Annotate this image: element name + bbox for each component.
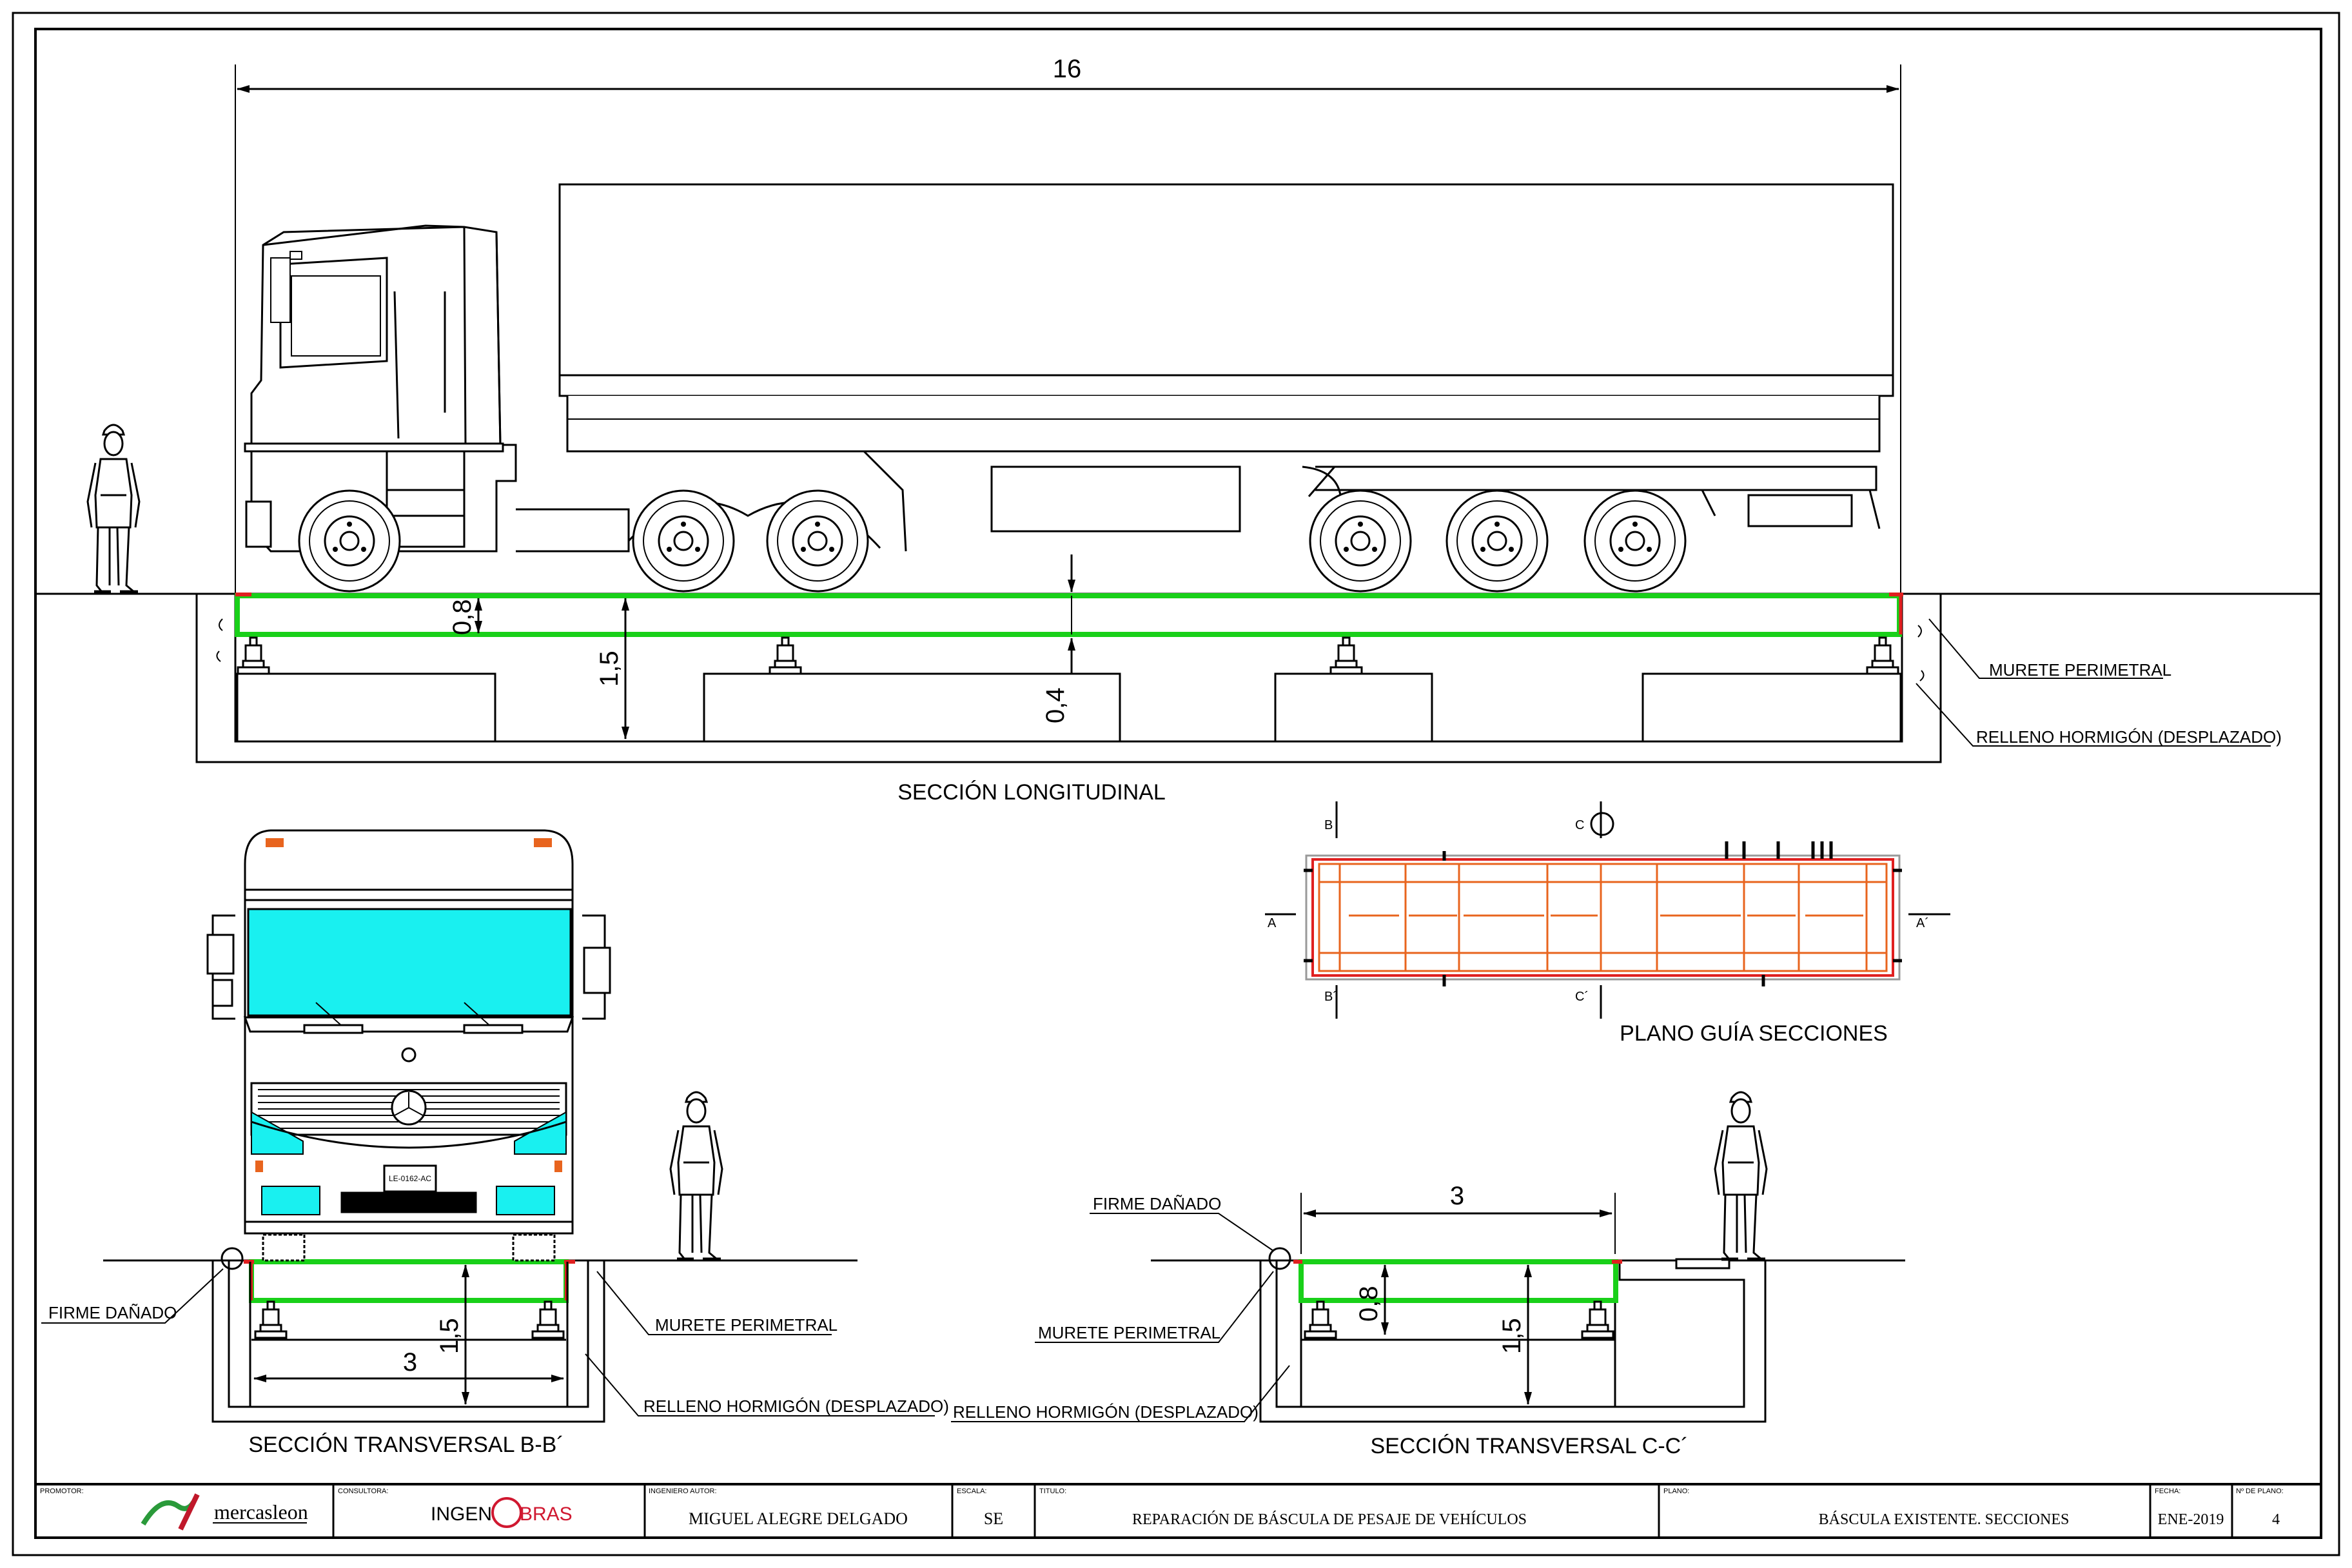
section-bb: 3 1,5 FIRME DAÑADO MURETE PERIMETRAL REL…	[41, 829, 949, 1457]
mercasleon-logo: mercasleon	[141, 1493, 308, 1531]
support-3	[1329, 636, 1363, 675]
value-fecha: ENE-2019	[2158, 1511, 2224, 1528]
dimension-04: 0,4	[1041, 687, 1070, 723]
dimension-16: 16	[1053, 55, 1082, 83]
support-4	[1866, 636, 1899, 675]
license-plate: LE-0162-AC	[389, 1174, 431, 1183]
truck-wheel-4	[1309, 489, 1412, 593]
truck-wheel-6	[1583, 489, 1687, 593]
mark-a: A	[1268, 916, 1277, 930]
title-seccion-bb: SECCIÓN TRANSVERSAL B-B´	[248, 1433, 564, 1457]
value-titulo: REPARACIÓN DE BÁSCULA DE PESAJE DE VEHÍC…	[1132, 1511, 1527, 1528]
value-num: 4	[2272, 1511, 2280, 1528]
value-plano: BÁSCULA EXISTENTE. SECCIONES	[1819, 1511, 2070, 1528]
label-murete-bb: MURETE PERIMETRAL	[655, 1315, 838, 1335]
header-consultora: CONSULTORA:	[338, 1487, 388, 1495]
label-relleno-long: RELLENO HORMIGÓN (DESPLAZADO)	[1976, 727, 2282, 747]
section-guide-plan: B B´ A A´ C C´ PLANO GUÍA SECCIONES	[1265, 801, 1950, 1046]
worker-figure-2	[671, 1092, 722, 1259]
pit-outer	[195, 594, 1942, 763]
header-escala: ESCALA:	[957, 1487, 986, 1495]
longitudinal-section: 16 0,8 1,5 0,4	[35, 55, 2321, 805]
title-plano-guia: PLANO GUÍA SECCIONES	[1620, 1021, 1888, 1046]
label-firme-cc: FIRME DAÑADO	[1093, 1194, 1221, 1213]
header-titulo: TITULO:	[1039, 1487, 1066, 1495]
title-seccion-cc: SECCIÓN TRANSVERSAL C-C´	[1370, 1434, 1688, 1458]
weighbridge-platform	[235, 593, 1902, 637]
header-plano: PLANO:	[1663, 1487, 1689, 1495]
support-2	[769, 636, 802, 675]
truck-wheel-2	[632, 489, 735, 593]
outer-frame	[12, 12, 2340, 1556]
header-autor: INGENIERO AUTOR:	[649, 1487, 717, 1495]
logo-text-ingen: INGEN	[431, 1504, 492, 1525]
mark-b: B	[1324, 818, 1333, 832]
mark-b2: B´	[1324, 990, 1337, 1004]
truck-wheel-1	[298, 489, 401, 593]
dimension-15-bb: 1,5	[435, 1318, 464, 1354]
label-firme-bb: FIRME DAÑADO	[48, 1303, 177, 1322]
label-murete-long: MURETE PERIMETRAL	[1989, 660, 2171, 680]
truck-side-view	[244, 183, 1894, 553]
value-escala: SE	[984, 1509, 1003, 1528]
header-fecha: FECHA:	[2155, 1487, 2180, 1495]
logo-text-mercasleon: mercasleon	[214, 1500, 308, 1524]
mark-c2: C´	[1575, 990, 1589, 1004]
dimension-3-bb: 3	[403, 1348, 417, 1377]
label-murete-cc: MURETE PERIMETRAL	[1038, 1323, 1220, 1342]
logo-text-bras: BRAS	[520, 1504, 573, 1525]
section-cc: 3 0,8 1,5 FIRME DAÑADO MURETE PERIMETRAL…	[951, 1092, 1905, 1458]
worker-figure-1	[88, 425, 139, 592]
truck-front-view: LE-0162-AC	[206, 829, 611, 1262]
label-relleno-bb: RELLENO HORMIGÓN (DESPLAZADO)	[643, 1396, 949, 1416]
dimension-15-cc: 1,5	[1498, 1318, 1526, 1354]
dimension-15-long: 1,5	[595, 651, 623, 687]
title-block: PROMOTOR: CONSULTORA: INGENIERO AUTOR: E…	[35, 1483, 2321, 1538]
header-promotor: PROMOTOR:	[40, 1487, 84, 1495]
mark-a2: A´	[1916, 916, 1929, 930]
worker-figure-3	[1715, 1092, 1767, 1259]
dimension-08-long: 0,8	[448, 599, 476, 635]
support-1	[237, 636, 270, 675]
truck-wheel-3	[766, 489, 869, 593]
truck-wheel-5	[1446, 489, 1549, 593]
dimension-08-cc: 0,8	[1355, 1286, 1383, 1322]
ingenobras-logo: INGEN BRAS	[431, 1497, 573, 1528]
mark-c: C	[1575, 818, 1584, 832]
value-autor: MIGUEL ALEGRE DELGADO	[689, 1509, 908, 1528]
header-num: Nº DE PLANO:	[2236, 1487, 2284, 1495]
label-relleno-cc: RELLENO HORMIGÓN (DESPLAZADO)	[953, 1402, 1259, 1422]
dimension-3-cc: 3	[1450, 1182, 1464, 1210]
title-seccion-longitudinal: SECCIÓN LONGITUDINAL	[897, 780, 1166, 805]
inner-frame	[34, 28, 2322, 1539]
